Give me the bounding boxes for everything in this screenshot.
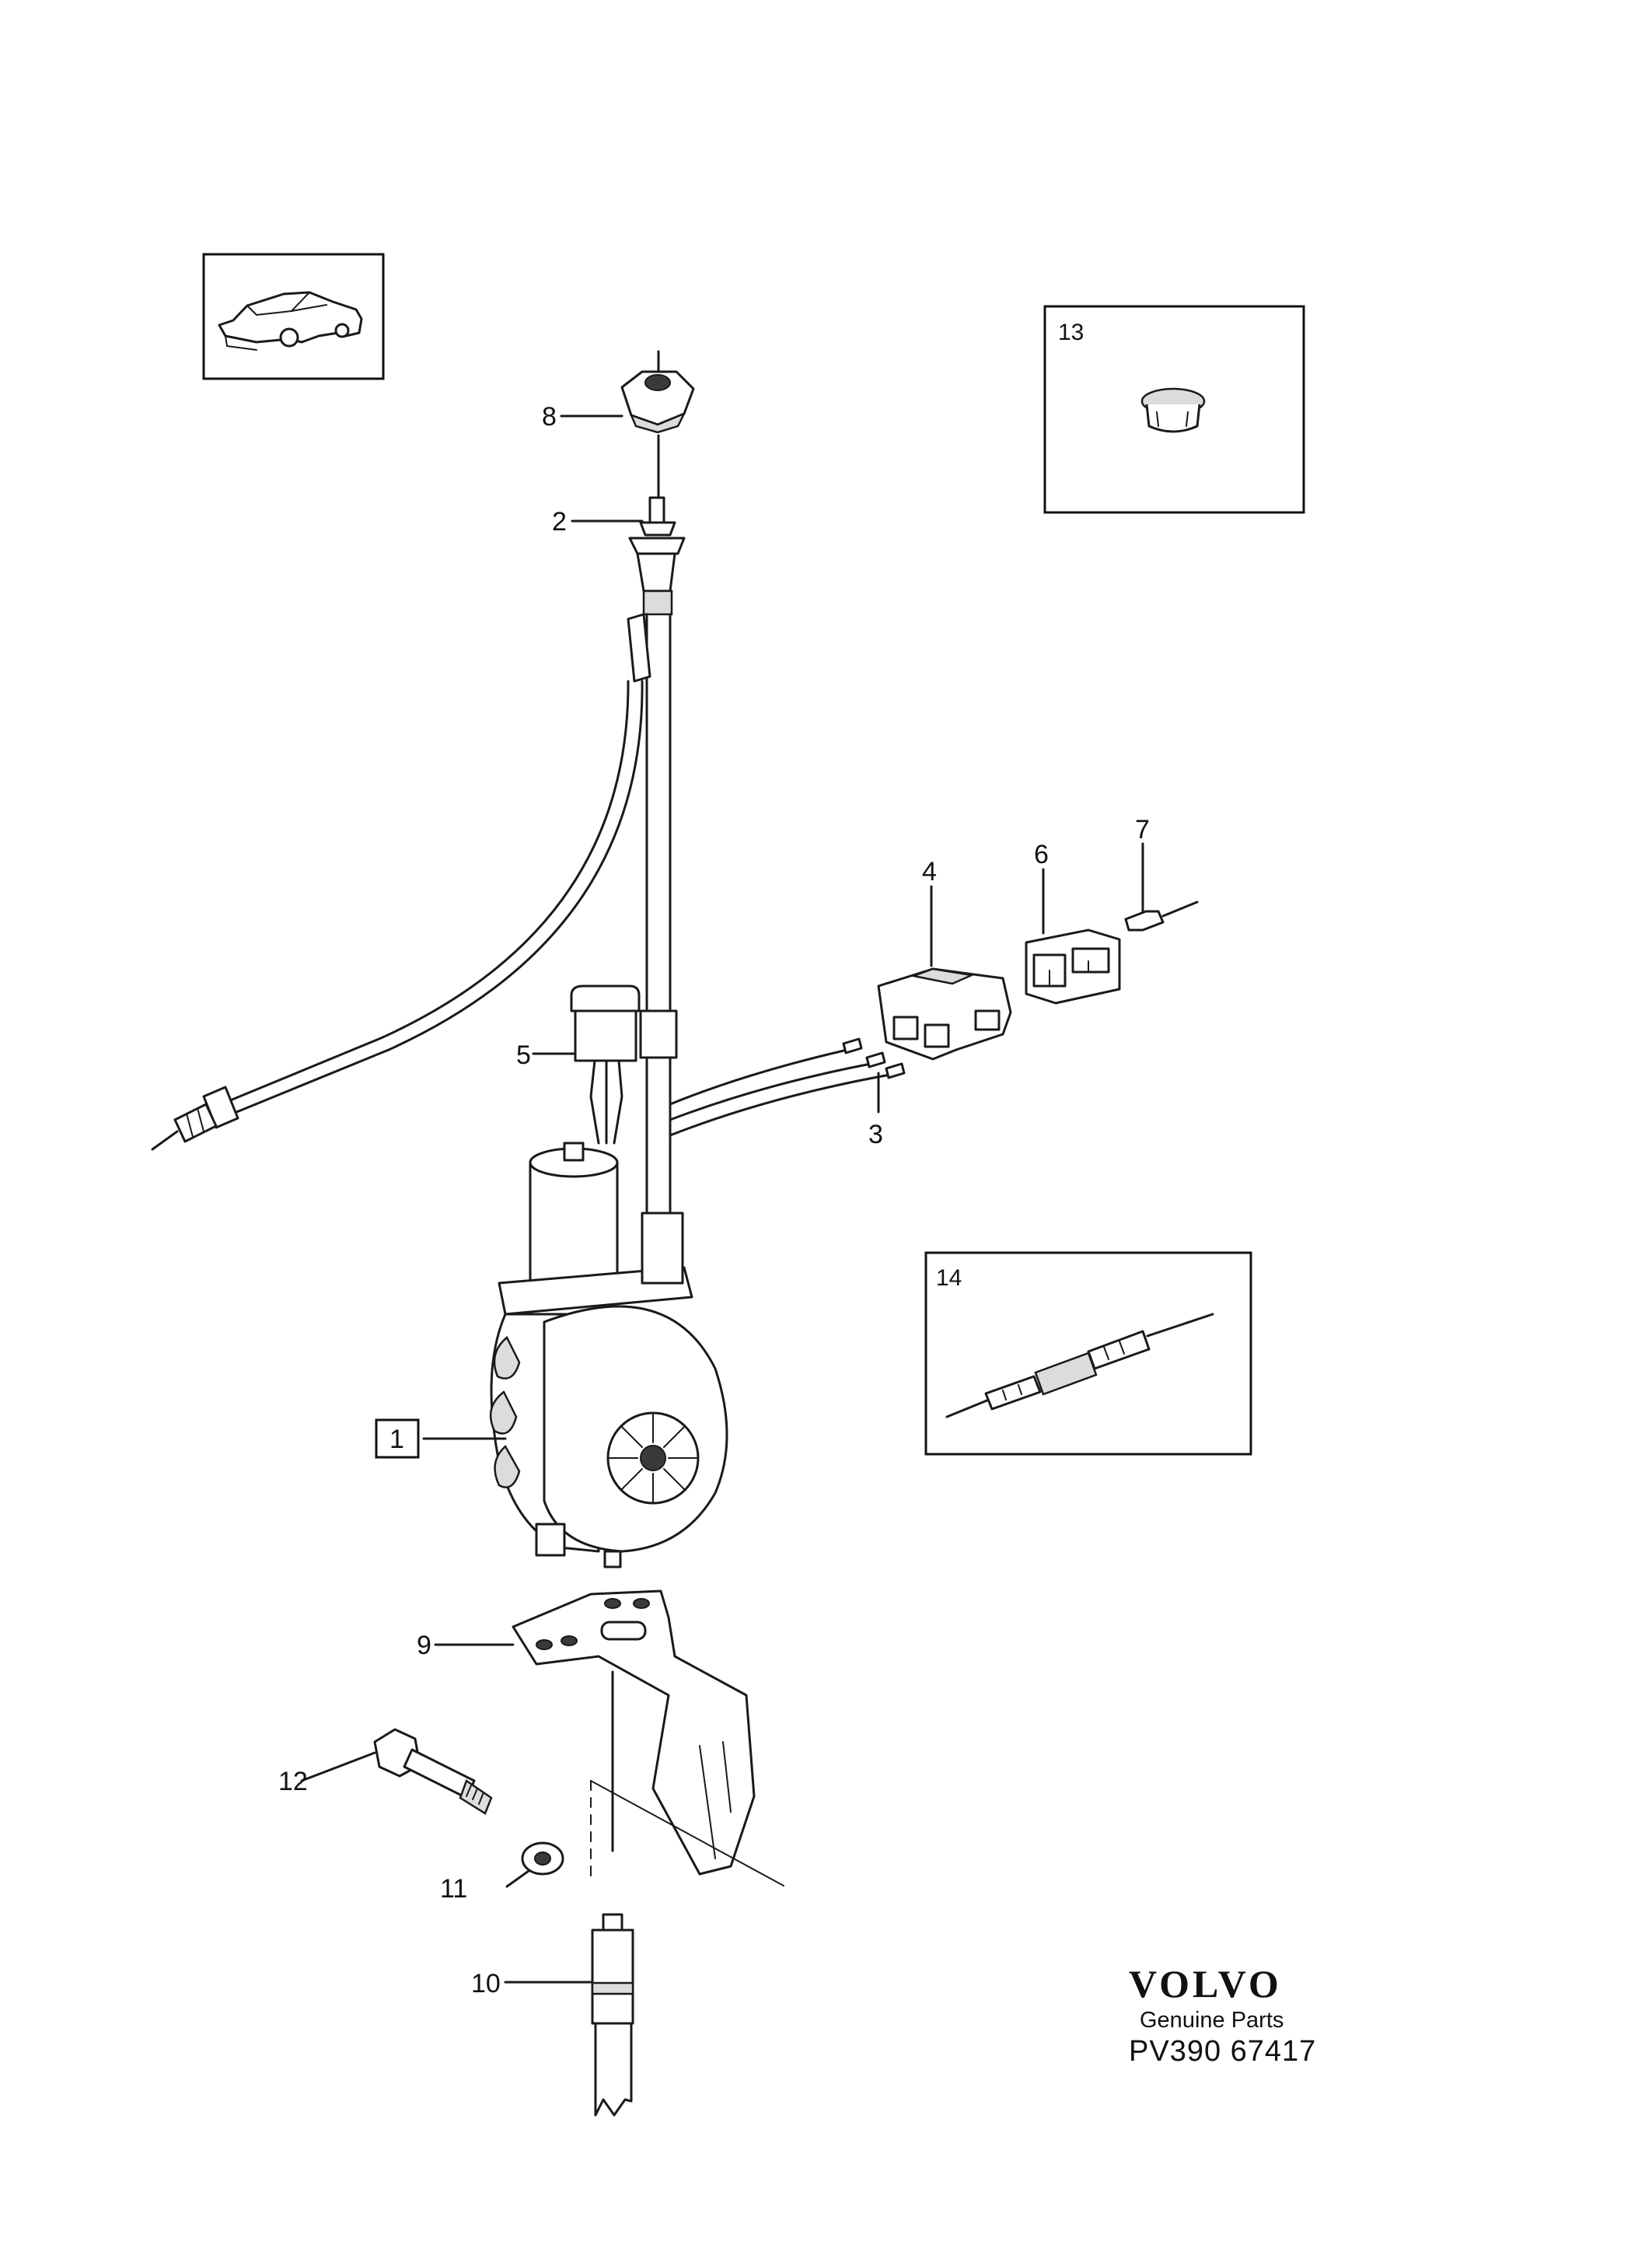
label-14: 14 <box>936 1265 962 1291</box>
leader-lines <box>300 414 1144 1984</box>
antenna-tube <box>639 613 678 1215</box>
part-8-nut <box>620 350 695 499</box>
label-3: 3 <box>868 1120 883 1149</box>
part-9-bracket <box>512 1589 756 1876</box>
label-8: 8 <box>542 402 557 432</box>
vehicle-thumbnail <box>202 253 385 380</box>
part-4-connector <box>877 967 1012 1061</box>
wire-harness-3 <box>669 1037 906 1137</box>
part-7-terminal <box>1124 900 1199 932</box>
label-7: 7 <box>1135 815 1150 844</box>
plug-13-shape <box>1140 387 1206 433</box>
brand-subtitle: Genuine Parts <box>1140 2008 1284 2033</box>
label-11: 11 <box>440 1874 467 1904</box>
assembly-guide-lines <box>590 1670 784 1887</box>
label-13: 13 <box>1058 320 1084 345</box>
diagram-code: PV390 67417 <box>1129 2035 1316 2068</box>
adapter-14-shape <box>945 1313 1214 1418</box>
brand-block: VOLVO Genuine Parts PV390 67417 <box>1129 1962 1316 2068</box>
part-12-bolt <box>373 1728 493 1815</box>
label-9: 9 <box>417 1631 431 1660</box>
brand-logo: VOLVO <box>1129 1962 1282 2005</box>
part-6-connector <box>1025 928 1121 1005</box>
label-1: 1 <box>389 1425 404 1454</box>
label-10: 10 <box>471 1969 501 1998</box>
part-number-labels: 8 2 5 3 4 6 7 1 9 12 11 10 <box>278 402 1150 1998</box>
label-12: 12 <box>278 1767 308 1796</box>
part-13-box: 13 <box>1043 305 1305 514</box>
part-14-box: 14 <box>924 1251 1252 1456</box>
part-2-mast-tip <box>628 496 686 616</box>
part-1-motor <box>489 1142 728 1568</box>
part-5-connector <box>570 984 641 1145</box>
label-2: 2 <box>552 507 567 537</box>
part-11-washer <box>521 1841 564 1876</box>
part-10-drain-tube <box>591 1913 634 2117</box>
coax-cable <box>151 613 651 1151</box>
label-5: 5 <box>516 1040 531 1070</box>
label-6: 6 <box>1034 840 1049 869</box>
label-4: 4 <box>922 857 937 886</box>
